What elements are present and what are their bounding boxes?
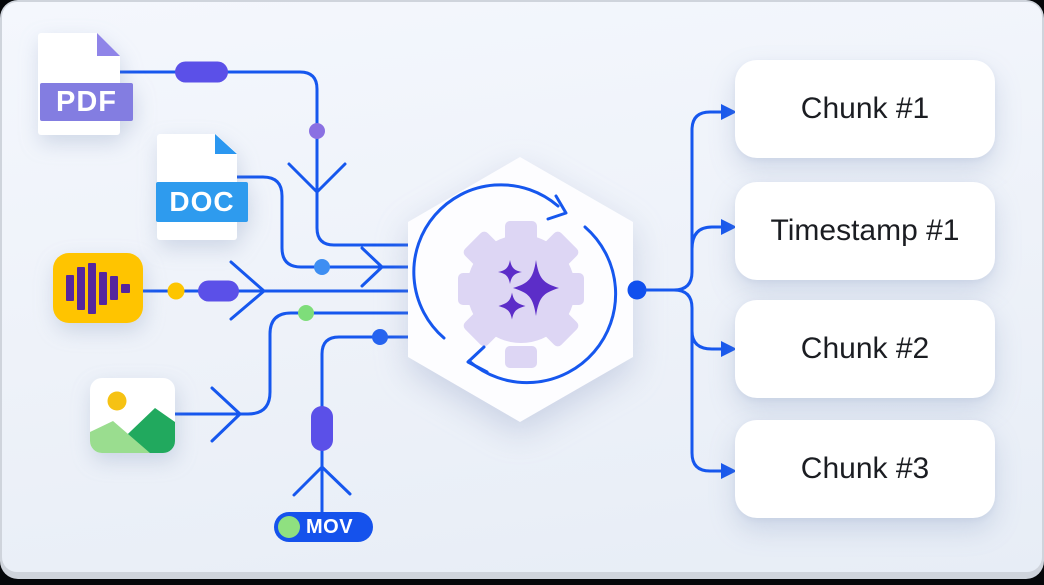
waveform-bar	[66, 275, 74, 301]
output-box-chunk-3: Chunk #3	[735, 420, 995, 518]
waveform-bar	[88, 262, 96, 314]
waveform-bar	[110, 276, 118, 300]
waveform-bar	[99, 271, 107, 305]
pdf-wire-dot	[309, 123, 325, 139]
landscape-graphic	[90, 391, 175, 453]
mov-wire-dot	[372, 329, 388, 345]
output-junction-dot	[627, 280, 647, 300]
pdf-connector	[118, 61, 427, 247]
audio-wire-capsule	[198, 280, 239, 302]
sparkles-icon	[498, 260, 559, 320]
arrowhead-icon	[721, 341, 737, 357]
audio-waveform-icon	[53, 253, 143, 323]
video-file-pill: MOV	[274, 512, 373, 542]
arrowhead-icon	[721, 219, 737, 235]
waveform-dot	[121, 283, 130, 293]
audio-wire-dot	[167, 282, 185, 300]
mov-wire-capsule	[311, 406, 333, 451]
output-label: Chunk #2	[800, 332, 930, 365]
output-box-chunk-1: Chunk #1	[735, 60, 995, 158]
record-dot-icon	[278, 516, 300, 538]
waveform-bar	[77, 266, 85, 310]
pdf-fold-corner-icon	[97, 33, 120, 56]
arrowhead-icon	[721, 463, 737, 479]
doc-label: DOC	[156, 182, 248, 222]
output-connector	[627, 104, 737, 479]
arrowhead-icon	[721, 104, 737, 120]
pdf-file-icon: PDF	[38, 33, 133, 135]
arrow-right-icon	[210, 386, 242, 443]
mountain-light	[90, 421, 150, 453]
doc-connector	[235, 175, 427, 288]
pdf-label: PDF	[40, 83, 133, 121]
arrow-up-icon	[292, 465, 352, 497]
output-label: Chunk #3	[800, 452, 930, 485]
doc-file-icon: DOC	[156, 134, 248, 240]
doc-wire-dot	[314, 259, 330, 275]
cycle-arrows-icon	[412, 183, 618, 385]
mov-connector	[292, 329, 427, 516]
audio-connector	[141, 260, 427, 321]
image-wire-dot	[298, 305, 314, 321]
output-label: Chunk #1	[800, 92, 930, 125]
arrow-right-icon	[229, 260, 266, 321]
mov-label: MOV	[306, 515, 354, 538]
pdf-wire-capsule	[175, 61, 228, 83]
arrow-down-icon	[287, 162, 347, 194]
arrow-right-icon	[360, 246, 384, 288]
image-connector	[173, 305, 427, 443]
output-label: Timestamp #1	[770, 214, 960, 247]
output-box-chunk-2: Chunk #2	[735, 300, 995, 398]
sun-icon	[107, 391, 127, 411]
image-photo-icon	[90, 378, 175, 453]
output-box-timestamp-1: Timestamp #1	[735, 182, 995, 280]
